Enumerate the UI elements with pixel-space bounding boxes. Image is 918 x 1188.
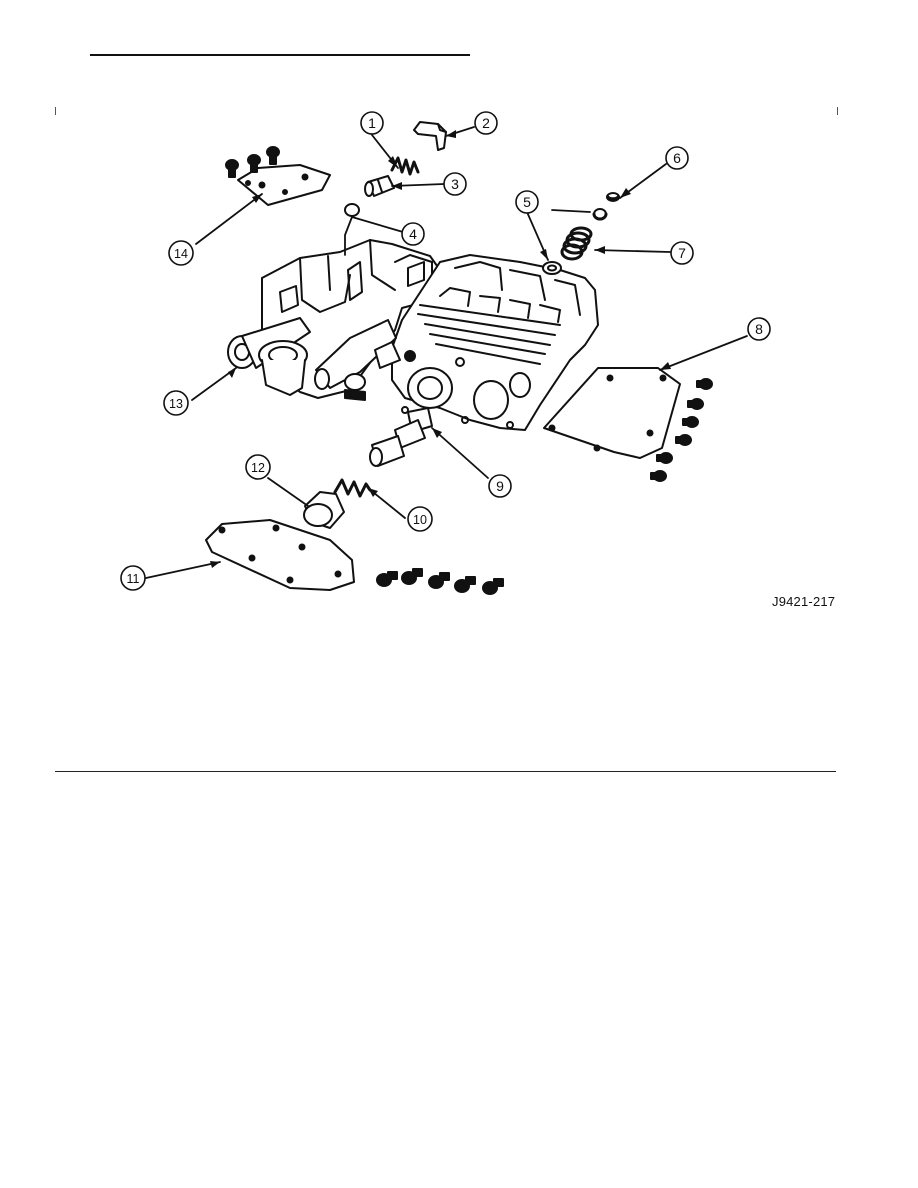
svg-text:14: 14 xyxy=(174,247,188,261)
svg-text:2: 2 xyxy=(482,115,490,131)
leader-arrows xyxy=(210,130,671,568)
callout-7: 7 xyxy=(670,241,694,265)
part-1-spring xyxy=(390,156,420,176)
svg-text:3: 3 xyxy=(451,176,459,192)
svg-text:6: 6 xyxy=(673,150,681,166)
part-3-valve-plug xyxy=(364,175,395,197)
svg-text:8: 8 xyxy=(755,321,763,337)
callout-4: 4 xyxy=(401,222,425,246)
svg-text:10: 10 xyxy=(413,513,427,527)
valve-body xyxy=(227,239,599,431)
svg-text:5: 5 xyxy=(523,194,531,210)
part-11-screws xyxy=(376,568,504,595)
part-9-valve xyxy=(369,407,433,467)
valve-body-exploded-diagram: 1 2 3 4 5 6 7 8 9 10 11 12 13 14 xyxy=(120,111,771,595)
part-11-cover-plate xyxy=(205,519,504,595)
svg-text:13: 13 xyxy=(169,397,183,411)
figure-code: J9421-217 xyxy=(772,594,836,609)
callout-1: 1 xyxy=(360,111,384,135)
callout-11: 11 xyxy=(120,565,146,591)
callout-10: 10 xyxy=(407,506,433,532)
svg-text:1: 1 xyxy=(368,115,376,131)
part-10-spring xyxy=(333,478,372,498)
part-5-retainer xyxy=(542,261,562,275)
callout-8: 8 xyxy=(747,317,771,341)
svg-text:11: 11 xyxy=(127,572,140,586)
svg-text:12: 12 xyxy=(251,461,265,475)
part-14-cover-plate xyxy=(225,146,331,206)
part-7-spring xyxy=(560,226,593,261)
crop-mark-left xyxy=(55,107,56,115)
callout-12: 12 xyxy=(245,454,271,480)
crop-mark-right xyxy=(837,107,838,115)
part-6-clip xyxy=(592,192,620,221)
part-4-ball xyxy=(344,203,360,217)
part-8-cover-plate xyxy=(543,367,713,482)
callout-13: 13 xyxy=(163,390,189,416)
callout-14: 14 xyxy=(168,240,194,266)
part-12-plug xyxy=(303,491,345,529)
callout-6: 6 xyxy=(665,146,689,170)
callouts: 1 2 3 4 5 6 7 8 9 10 11 12 13 14 xyxy=(120,111,771,591)
callout-2: 2 xyxy=(474,111,498,135)
part-8-screws xyxy=(650,378,713,482)
header-rule xyxy=(90,54,470,56)
callout-3: 3 xyxy=(443,172,467,196)
callout-5: 5 xyxy=(515,190,539,214)
part-2-bracket xyxy=(413,121,447,151)
svg-text:4: 4 xyxy=(409,226,417,242)
callout-9: 9 xyxy=(488,474,512,498)
section-rule xyxy=(55,771,836,772)
svg-text:7: 7 xyxy=(678,245,686,261)
svg-text:9: 9 xyxy=(496,478,504,494)
